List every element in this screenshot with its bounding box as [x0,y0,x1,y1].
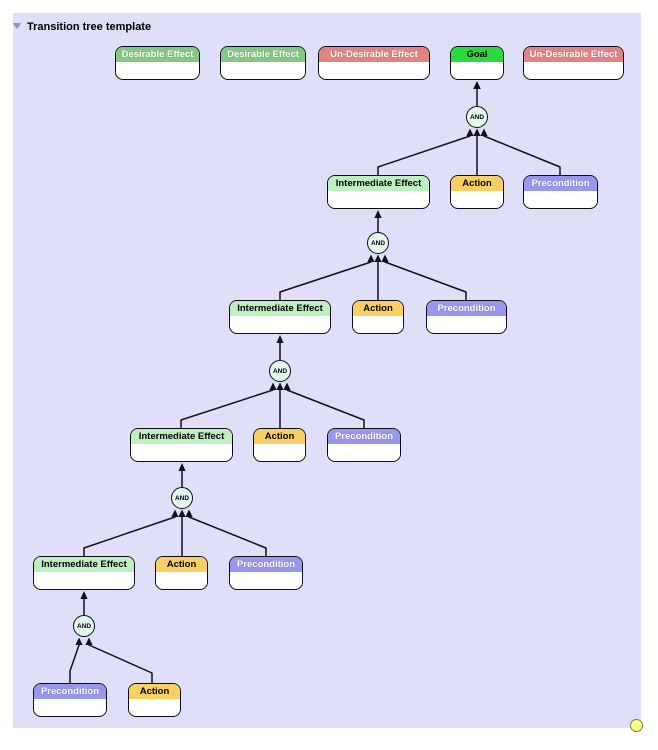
node-action-2[interactable]: Action [352,300,404,334]
resize-handle[interactable] [630,719,643,732]
diagram-canvas[interactable] [13,13,641,728]
node-action-4[interactable]: Action [155,556,208,590]
node-header: Goal [451,47,503,62]
node-undesirable-effect-2[interactable]: Un-Desirable Effect [523,46,624,80]
node-intermediate-effect-2[interactable]: Intermediate Effect [229,300,331,334]
node-header: Action [129,684,180,699]
node-label: Precondition [531,178,590,189]
node-body [230,572,302,586]
node-undesirable-effect-1[interactable]: Un-Desirable Effect [318,46,430,80]
node-label: Action [462,178,492,189]
and-junctor-1[interactable]: AND [466,106,488,128]
node-label: Goal [466,49,488,60]
node-body [328,191,429,205]
node-body [131,444,232,458]
node-body [230,316,330,330]
node-label: Action [363,303,393,314]
node-header: Intermediate Effect [328,176,429,191]
node-body [34,699,106,713]
node-body [451,62,503,76]
node-precondition-5[interactable]: Precondition [33,683,107,717]
node-intermediate-effect-1[interactable]: Intermediate Effect [327,175,430,209]
and-junctor-3[interactable]: AND [269,360,291,382]
node-precondition-2[interactable]: Precondition [426,300,507,334]
node-header: Action [156,557,207,572]
node-header: Intermediate Effect [34,557,134,572]
and-junctor-2[interactable]: AND [367,232,389,254]
node-body [427,316,506,330]
node-header: Un-Desirable Effect [319,47,429,62]
node-body [319,62,429,76]
node-label: Precondition [40,686,100,697]
node-body [451,191,503,205]
node-label: Action [139,686,170,697]
page-title: Transition tree template [27,21,152,33]
node-desirable-effect-2[interactable]: Desirable Effect [220,46,306,80]
node-precondition-3[interactable]: Precondition [327,428,401,462]
node-label: Desirable Effect [227,49,299,60]
node-intermediate-effect-3[interactable]: Intermediate Effect [130,428,233,462]
node-label: Precondition [437,303,496,314]
node-precondition-1[interactable]: Precondition [523,175,598,209]
node-label: Desirable Effect [121,49,194,60]
node-goal[interactable]: Goal [450,46,504,80]
and-junctor-5[interactable]: AND [73,615,95,637]
node-label: Intermediate Effect [237,303,323,314]
collapse-triangle-icon[interactable] [13,23,21,29]
node-label: Un-Desirable Effect [330,49,418,60]
node-header: Precondition [427,301,506,316]
node-action-1[interactable]: Action [450,175,504,209]
node-label: Intermediate Effect [335,178,422,189]
node-header: Precondition [34,684,106,699]
node-header: Action [451,176,503,191]
node-header: Intermediate Effect [230,301,330,316]
node-header: Intermediate Effect [131,429,232,444]
and-junctor-4[interactable]: AND [171,487,193,509]
node-body [524,191,597,205]
node-body [353,316,403,330]
node-body [254,444,305,458]
node-action-3[interactable]: Action [253,428,306,462]
node-body [34,572,134,586]
node-label: Un-Desirable Effect [529,49,618,60]
node-header: Action [353,301,403,316]
node-precondition-4[interactable]: Precondition [229,556,303,590]
node-header: Desirable Effect [116,47,199,62]
node-label: Action [264,431,295,442]
node-action-5[interactable]: Action [128,683,181,717]
node-header: Action [254,429,305,444]
node-body [221,62,305,76]
node-label: Precondition [236,559,296,570]
node-header: Un-Desirable Effect [524,47,623,62]
node-label: Intermediate Effect [138,431,225,442]
node-header: Desirable Effect [221,47,305,62]
node-label: Action [166,559,197,570]
node-body [156,572,207,586]
node-body [328,444,400,458]
node-label: Intermediate Effect [41,559,127,570]
node-intermediate-effect-4[interactable]: Intermediate Effect [33,556,135,590]
node-body [129,699,180,713]
node-label: Precondition [334,431,394,442]
node-body [524,62,623,76]
node-header: Precondition [230,557,302,572]
node-header: Precondition [328,429,400,444]
node-body [116,62,199,76]
node-header: Precondition [524,176,597,191]
node-desirable-effect-1[interactable]: Desirable Effect [115,46,200,80]
